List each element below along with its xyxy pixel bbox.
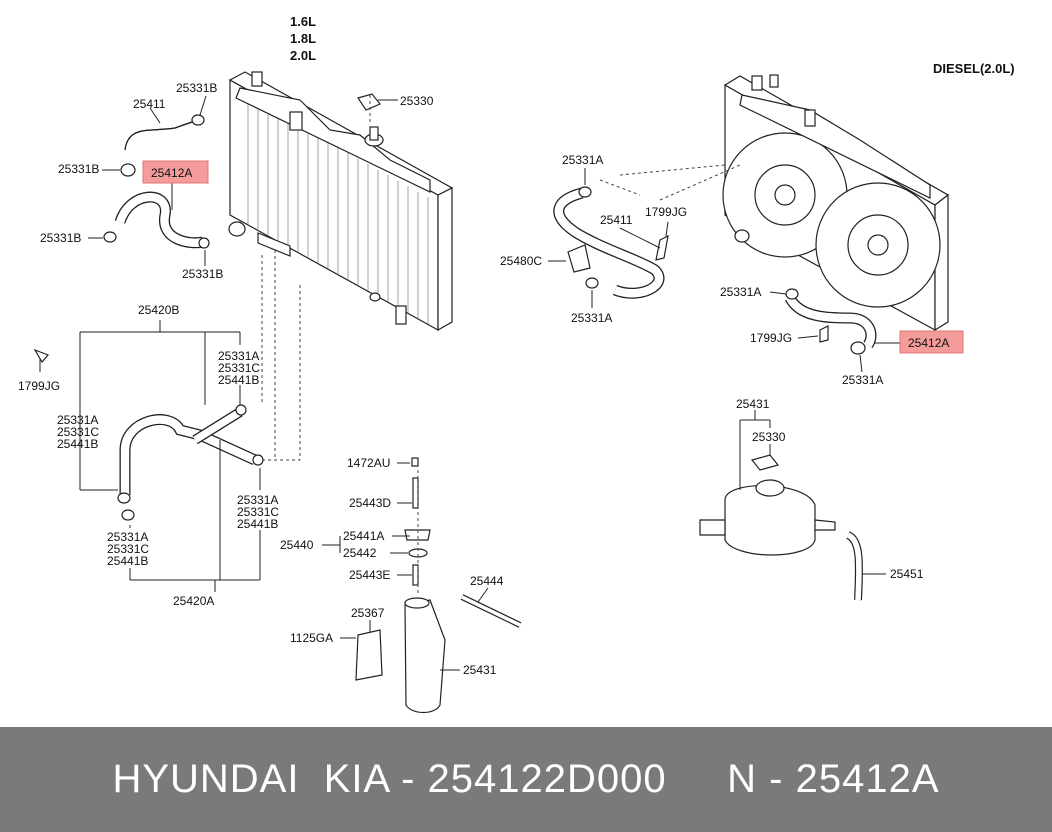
engine-variant-label: 1.8L: [290, 31, 316, 46]
part-label: 25441B: [237, 517, 278, 531]
highlight-25412A-right: [899, 330, 964, 354]
part-label: 25441B: [57, 437, 98, 451]
part-number-banner: HYUNDAI KIA - 254122D000 N - 25412A: [0, 727, 1052, 832]
clamps-left-top: [103, 93, 381, 249]
part-label: 25330: [752, 430, 786, 444]
part-label: 25331A: [562, 153, 603, 167]
part-label: 1799JG: [18, 379, 60, 393]
diesel-variant-label: DIESEL(2.0L): [933, 61, 1015, 76]
part-label: 1125GA: [290, 631, 333, 645]
part-label: 1799JG: [645, 205, 687, 219]
part-label: 25331A: [218, 349, 259, 363]
engine-variant-label: 1.6L: [290, 14, 316, 29]
parts-diagram: 1.6L 1.8L 2.0L DIESEL(2.0L) 25331B 25330…: [18, 14, 1015, 714]
part-label: 25420A: [173, 594, 214, 608]
part-label: 25331C: [57, 425, 99, 439]
part-label: 25451: [890, 567, 924, 581]
part-label: 25331B: [58, 162, 99, 176]
part-label: 25441B: [218, 373, 259, 387]
part-label: 25331A: [57, 413, 98, 427]
part-label: 25331C: [218, 361, 260, 375]
radiator-diesel: [722, 74, 950, 332]
part-label: 25367: [351, 606, 385, 620]
part-label: 25420B: [138, 303, 179, 317]
radiator-gasoline: [228, 71, 454, 332]
part-label: 25330: [400, 94, 434, 108]
part-label-highlighted: 25412A: [151, 166, 192, 180]
hose-25412A-right: [785, 288, 877, 355]
leader-lines: [39, 95, 905, 671]
part-label: 25443E: [349, 568, 390, 582]
part-label: 25442: [343, 546, 377, 560]
part-label: 25331B: [182, 267, 223, 281]
part-label: 25480C: [500, 254, 542, 268]
part-label: 25441B: [107, 554, 148, 568]
reservoir-25431-right: [699, 454, 863, 601]
part-label: 25331A: [107, 530, 148, 544]
part-label: 25431: [736, 397, 770, 411]
hose-25411-left: [124, 121, 193, 151]
reservoir-25431-center: [355, 457, 522, 714]
part-label: 1472AU: [347, 456, 390, 470]
part-number-text: HYUNDAI KIA - 254122D000 N - 25412A: [112, 757, 940, 801]
engine-variant-label: 2.0L: [290, 48, 316, 63]
part-label: 25431: [463, 663, 497, 677]
part-label: 25331B: [176, 81, 217, 95]
part-label: 25331A: [237, 493, 278, 507]
part-label: 25440: [280, 538, 314, 552]
hose-25412A-left: [114, 191, 205, 249]
part-label: 25331A: [720, 285, 761, 299]
part-label: 25331C: [237, 505, 279, 519]
part-label: 25441A: [343, 529, 384, 543]
part-label: 25443D: [349, 496, 391, 510]
hose-25420-assembly: [33, 348, 264, 521]
parts-diagram-svg: 1.6L 1.8L 2.0L DIESEL(2.0L) 25331B 25330…: [18, 14, 1015, 714]
part-label: 25444: [470, 574, 504, 588]
part-label: 25331C: [107, 542, 149, 556]
part-label: 25411: [600, 213, 633, 227]
part-label-highlighted: 25412A: [908, 336, 949, 350]
part-label: 25331A: [571, 311, 612, 325]
highlight-25412A-left: [142, 160, 209, 184]
part-label: 25411: [133, 97, 166, 111]
part-label: 1799JG: [750, 331, 792, 345]
part-label: 25331A: [842, 373, 883, 387]
part-label: 25331B: [40, 231, 81, 245]
hose-25411-right: [553, 186, 669, 299]
